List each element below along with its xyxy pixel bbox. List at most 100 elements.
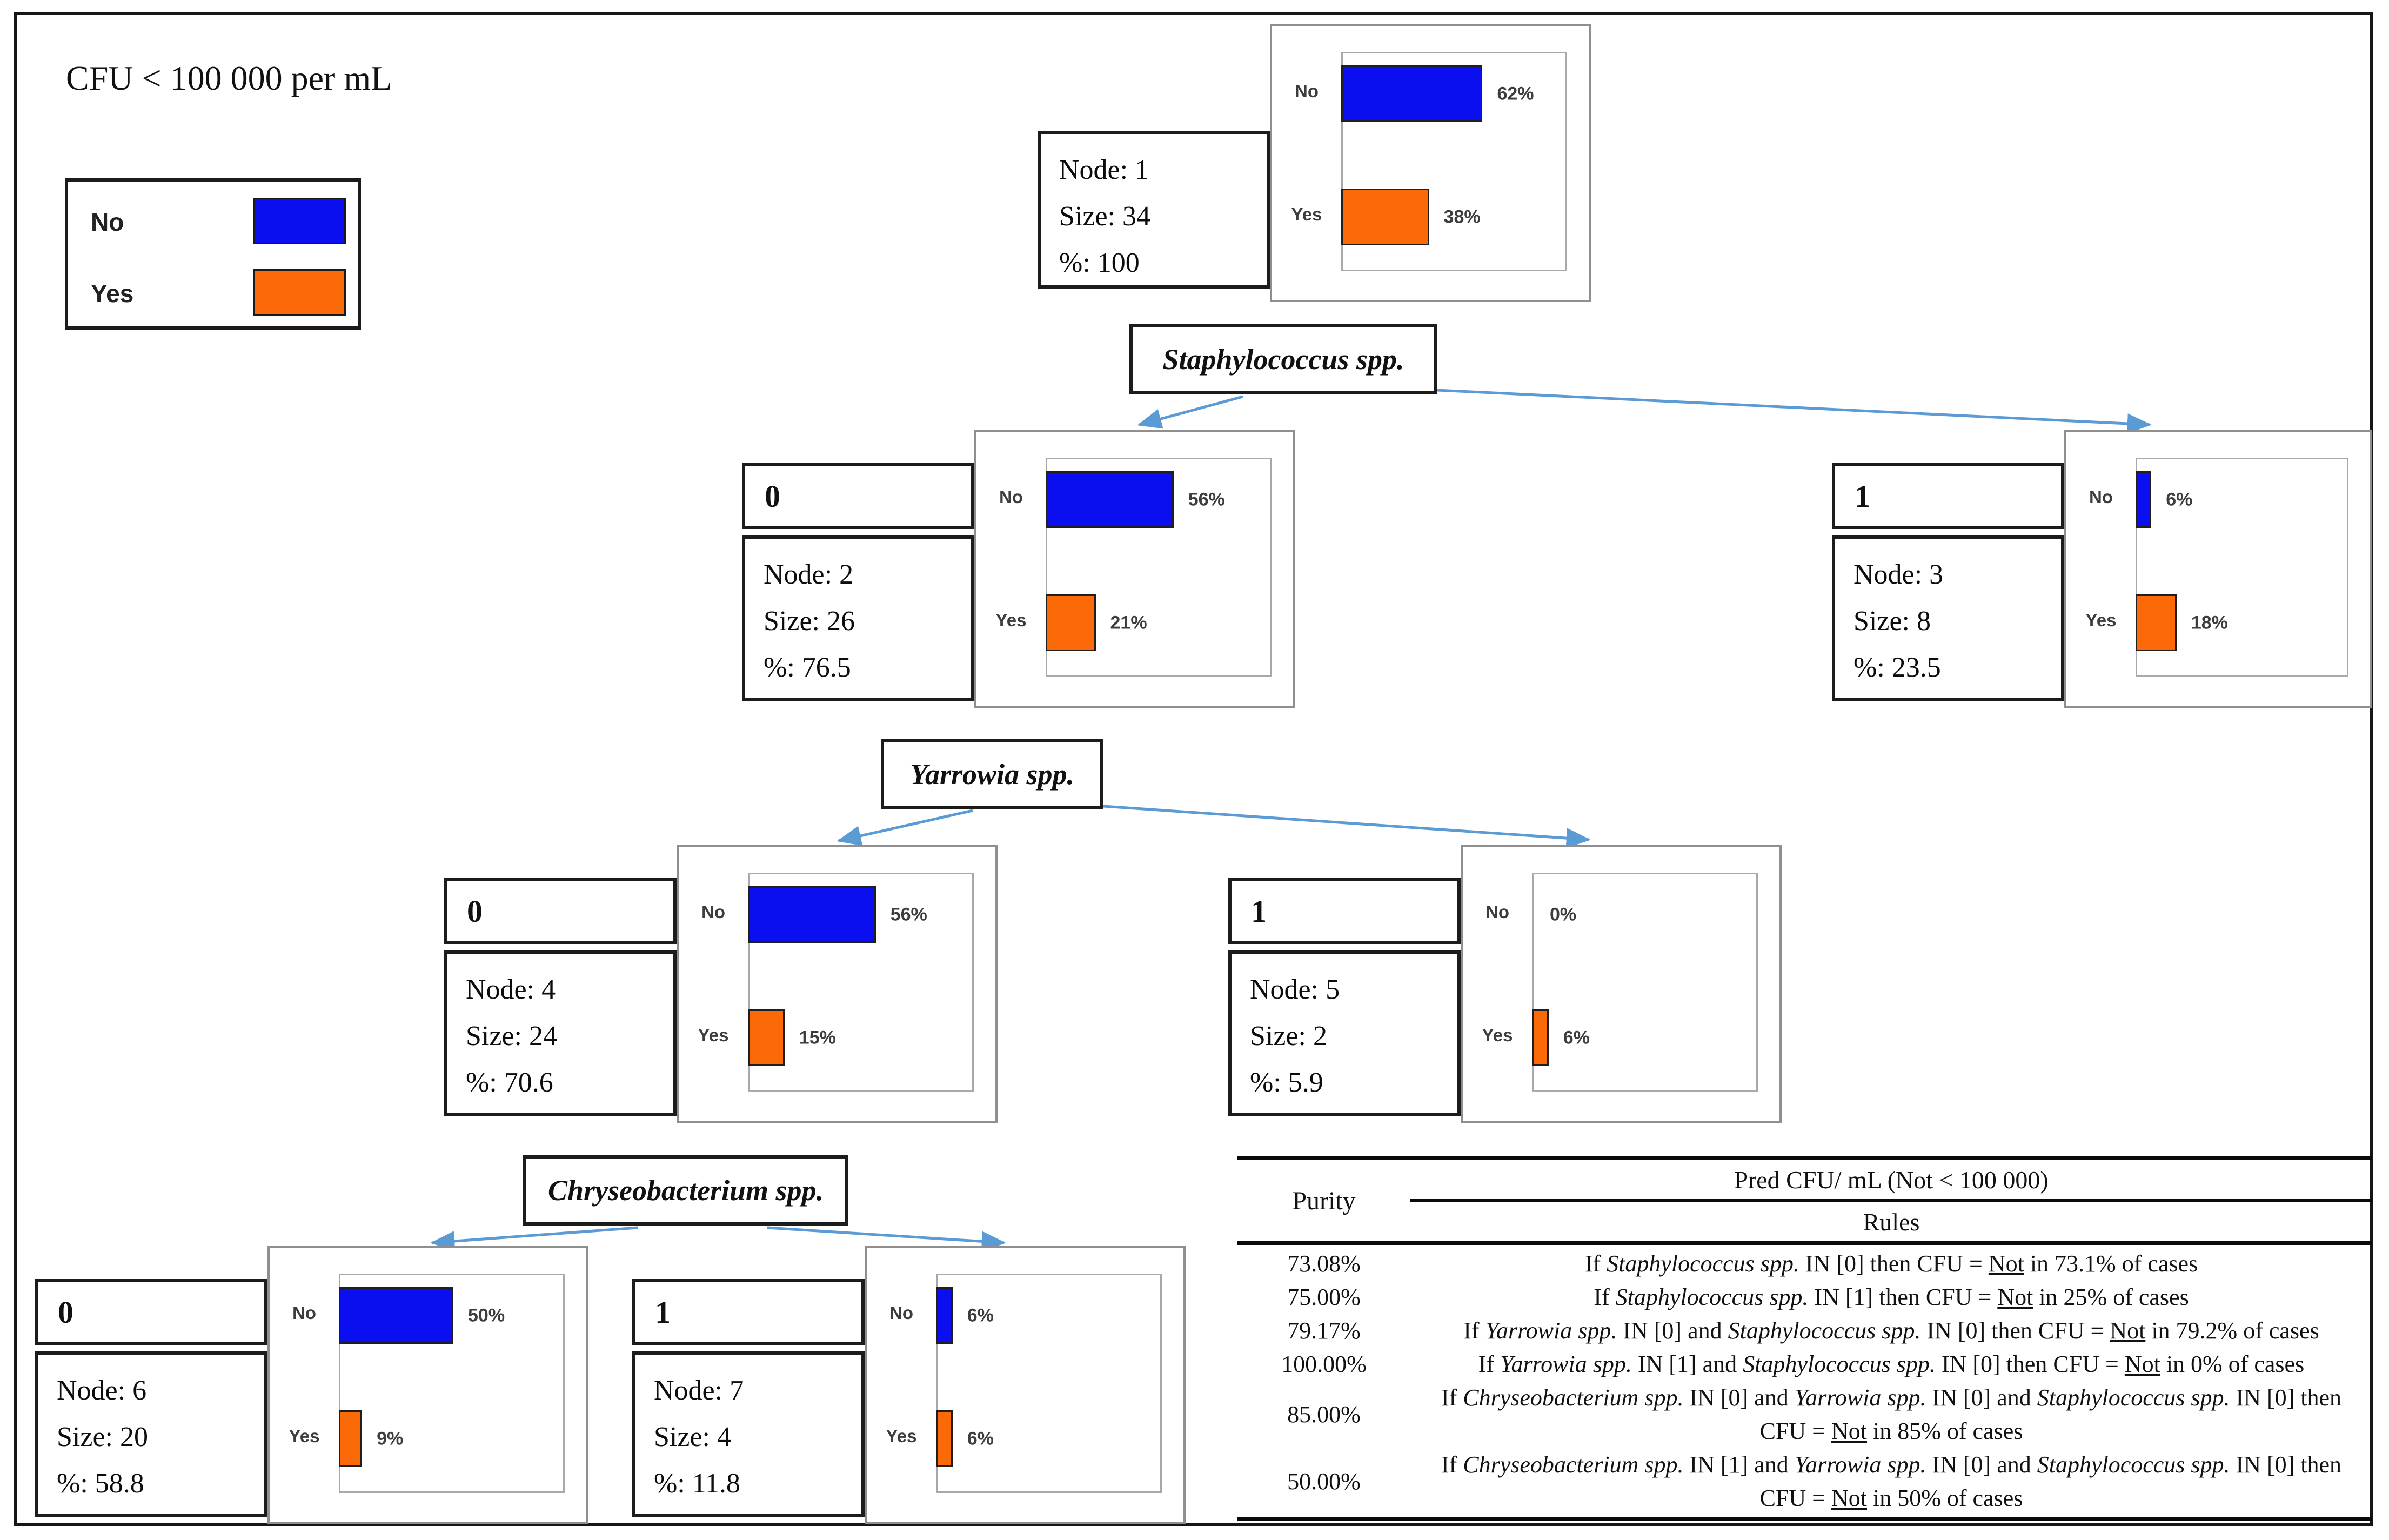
category-label-no: No <box>999 487 1023 507</box>
branch-value: 0 <box>467 893 483 929</box>
node-percent: %: 23.5 <box>1853 652 1941 683</box>
purity-column-header: Purity <box>1292 1186 1356 1215</box>
purity-value: 100.00% <box>1281 1351 1367 1377</box>
node-percent: %: 11.8 <box>654 1468 740 1499</box>
yes-bar <box>339 1410 363 1467</box>
branch-value: 1 <box>1855 478 1870 514</box>
node-size: Size: 2 <box>1250 1021 1327 1052</box>
tree-node-5: 0% 6% No Yes 1 Node: 5 Size: 2 %: 5.9 <box>1228 845 1782 1126</box>
node-info-box: Node: 4 Size: 24 %: 70.6 <box>444 950 677 1116</box>
split-label-text: Yarrowia spp. <box>909 758 1075 791</box>
node-size: Size: 20 <box>57 1422 148 1452</box>
yes-bar <box>748 1009 785 1066</box>
rule-text: If Chryseobacterium spp. IN [1] and Yarr… <box>1441 1451 2342 1511</box>
header-divider <box>1410 1199 2372 1202</box>
plot-area: 6% 6% <box>936 1274 1162 1493</box>
purity-value: 85.00% <box>1287 1401 1361 1428</box>
purity-value: 75.00% <box>1287 1284 1361 1310</box>
branch-value: 1 <box>655 1294 671 1330</box>
tree-node-7: 6% 6% No Yes 1 Node: 7 Size: 4 %: 11.8 <box>632 1246 1186 1526</box>
category-label-no: No <box>701 902 725 922</box>
legend: No Yes <box>65 178 361 330</box>
category-label-yes: Yes <box>995 610 1027 630</box>
node-info-box: Node: 7 Size: 4 %: 11.8 <box>632 1351 865 1517</box>
plot-area: 56% 21% <box>1046 458 1272 677</box>
rules-table-body: 73.08% If Staphylococcus spp. IN [0] then… <box>1237 1247 2372 1515</box>
node-bar-chart: 62% 38% No Yes <box>1270 24 1591 302</box>
yes-bar <box>1046 594 1096 651</box>
node-info-box: Node: 5 Size: 2 %: 5.9 <box>1228 950 1461 1116</box>
yes-percent: 38% <box>1443 206 1481 227</box>
category-label-yes: Yes <box>1482 1025 1513 1045</box>
pred-cfu-header: Pred CFU/ mL (Not < 100 000) <box>1734 1166 2049 1194</box>
branch-value-box: 0 <box>35 1279 267 1345</box>
branch-value-box: 1 <box>1832 463 2064 529</box>
split-label-staphylococcus: Staphylococcus spp. <box>1129 324 1437 394</box>
table-top-border <box>1237 1156 2372 1160</box>
plot-area: 50% 9% <box>339 1274 565 1493</box>
split-label-chryseobacterium: Chryseobacterium spp. <box>523 1155 848 1226</box>
rule-text: If Staphylococcus spp. IN [1] then CFU =… <box>1594 1284 2189 1310</box>
table-row: 73.08% If Staphylococcus spp. IN [0] then… <box>1237 1247 2372 1281</box>
category-label-yes: Yes <box>698 1025 729 1045</box>
category-label-no: No <box>2089 487 2113 507</box>
no-percent: 0% <box>1550 904 1577 925</box>
node-id: Node: 4 <box>466 974 556 1005</box>
table-bottom-border <box>1237 1517 2372 1521</box>
yes-percent: 6% <box>967 1428 994 1449</box>
node-id: Node: 3 <box>1853 559 1944 590</box>
no-percent: 62% <box>1497 83 1534 104</box>
branch-value-box: 0 <box>742 463 974 529</box>
yes-percent: 18% <box>2191 612 2228 633</box>
yes-percent: 9% <box>377 1428 404 1449</box>
branch-value-box: 0 <box>444 878 677 944</box>
category-label-no: No <box>889 1303 913 1323</box>
node-size: Size: 4 <box>654 1422 731 1452</box>
node-info-box: Node: 3 Size: 8 %: 23.5 <box>1832 535 2064 701</box>
table-row: 100.00%If Yarrowia spp. IN [1] and Staph… <box>1237 1348 2372 1381</box>
category-label-yes: Yes <box>886 1426 917 1446</box>
tree-node-6: 50% 9% No Yes 0 Node: 6 Size: 20 %: 58.8 <box>35 1246 588 1526</box>
no-percent: 50% <box>468 1305 505 1325</box>
no-percent: 6% <box>967 1305 994 1325</box>
legend-swatch-yes-icon <box>253 269 346 316</box>
table-row: 85.00%If Chryseobacterium spp. IN [0] an… <box>1237 1381 2372 1448</box>
purity-value: 79.17% <box>1287 1317 1361 1344</box>
plot-area: 62% 38% <box>1341 52 1567 271</box>
yes-percent: 6% <box>1563 1027 1590 1048</box>
node-bar-chart: 56% 21% No Yes <box>974 430 1295 708</box>
category-label-no: No <box>1295 81 1319 101</box>
node-id: Node: 7 <box>654 1375 744 1406</box>
no-bar <box>1046 471 1174 528</box>
no-bar <box>2136 471 2152 528</box>
node-info-box: Node: 6 Size: 20 %: 58.8 <box>35 1351 267 1517</box>
plot-area: 6% 18% <box>2136 458 2348 677</box>
yes-percent: 21% <box>1110 612 1147 633</box>
table-row: 75.00% If Staphylococcus spp. IN [1] then… <box>1237 1281 2372 1314</box>
tree-node-1: 62% 38% No Yes Node: 1 Size: 34 %: 100 <box>1038 24 1591 305</box>
legend-label-no: No <box>91 208 124 236</box>
node-size: Size: 34 <box>1059 201 1150 232</box>
node-bar-chart: 6% 6% No Yes <box>865 1246 1186 1524</box>
chart-title: CFU < 100 000 per mL <box>66 59 392 97</box>
yes-percent: 15% <box>799 1027 836 1048</box>
no-bar <box>339 1287 453 1344</box>
category-label-yes: Yes <box>1291 204 1322 224</box>
branch-value-box: 1 <box>1228 878 1461 944</box>
node-percent: %: 100 <box>1059 247 1140 278</box>
split-label-yarrowia: Yarrowia spp. <box>881 739 1103 809</box>
legend-label-yes: Yes <box>91 279 134 307</box>
yes-bar <box>1532 1009 1549 1066</box>
no-percent: 6% <box>2166 489 2193 510</box>
category-label-yes: Yes <box>289 1426 320 1446</box>
split-label-text: Staphylococcus spp. <box>1162 343 1404 376</box>
node-id: Node: 6 <box>57 1375 147 1406</box>
node-bar-chart: 0% 6% No Yes <box>1461 845 1782 1123</box>
rule-text: If Staphylococcus spp. IN [0] then CFU =… <box>1584 1250 2198 1277</box>
node-size: Size: 24 <box>466 1021 557 1052</box>
rules-column-header: Rules <box>1863 1208 1920 1236</box>
category-label-no: No <box>1485 902 1509 922</box>
branch-value-box: 1 <box>632 1279 865 1345</box>
purity-value: 73.08% <box>1287 1250 1361 1277</box>
no-percent: 56% <box>890 904 927 925</box>
